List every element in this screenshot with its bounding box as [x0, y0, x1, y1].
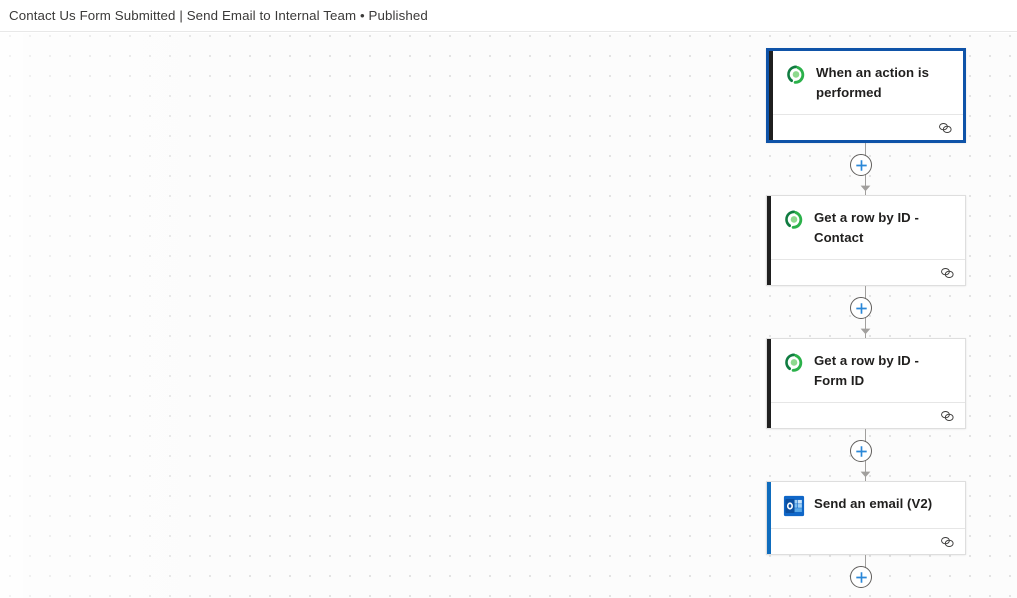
- add-step-button[interactable]: [850, 566, 872, 588]
- flow-node-when-an-action-is-performed[interactable]: When an action is performed: [766, 48, 966, 143]
- link-icon[interactable]: [937, 121, 954, 135]
- flow-connector-connector-2: [766, 286, 966, 338]
- flow-connector-connector-1: [766, 143, 966, 195]
- add-step-button[interactable]: [850, 297, 872, 319]
- node-accent-bar: [767, 196, 771, 285]
- node-title: Get a row by ID - Form ID: [814, 353, 919, 388]
- node-title: When an action is performed: [816, 65, 929, 100]
- node-header: Get a row by ID - Form ID: [767, 339, 965, 402]
- page-title: Contact Us Form Submitted | Send Email t…: [9, 8, 428, 23]
- node-footer: [767, 259, 965, 285]
- flow-header-bar: Contact Us Form Submitted | Send Email t…: [0, 0, 1017, 32]
- plus-icon: [855, 302, 867, 314]
- link-icon[interactable]: [939, 409, 956, 423]
- node-footer: [769, 114, 963, 140]
- flow-canvas[interactable]: When an action is performed Get a row by…: [0, 33, 1017, 598]
- node-accent-bar: [767, 339, 771, 428]
- arrow-down-icon: [860, 471, 871, 478]
- node-title: Get a row by ID - Contact: [814, 210, 919, 245]
- add-step-button[interactable]: [850, 154, 872, 176]
- node-accent-bar: [769, 51, 773, 140]
- flow-connector-connector-3: [766, 429, 966, 481]
- plus-icon: [855, 159, 867, 171]
- dataverse-icon: [785, 353, 803, 372]
- node-header: Send an email (V2): [767, 482, 965, 528]
- dataverse-icon: [787, 65, 805, 84]
- connector-line: [865, 555, 867, 573]
- flow-node-send-an-email-v2[interactable]: Send an email (V2): [766, 481, 966, 555]
- add-step-button[interactable]: [850, 440, 872, 462]
- arrow-down-icon: [860, 328, 871, 335]
- flow-connector-connector-4: [766, 555, 966, 598]
- node-header: When an action is performed: [769, 51, 963, 114]
- dataverse-icon: [785, 210, 803, 229]
- arrow-down-icon: [860, 185, 871, 192]
- flow-node-get-a-row-by-id-form-id[interactable]: Get a row by ID - Form ID: [766, 338, 966, 429]
- node-footer: [767, 528, 965, 554]
- plus-icon: [855, 571, 867, 583]
- node-accent-bar: [767, 482, 771, 554]
- plus-icon: [855, 445, 867, 457]
- node-footer: [767, 402, 965, 428]
- link-icon[interactable]: [939, 266, 956, 280]
- flow-node-get-a-row-by-id-contact[interactable]: Get a row by ID - Contact: [766, 195, 966, 286]
- outlook-icon: [783, 495, 805, 517]
- node-header: Get a row by ID - Contact: [767, 196, 965, 259]
- link-icon[interactable]: [939, 535, 956, 549]
- flow-node-column: When an action is performed Get a row by…: [766, 48, 966, 598]
- node-title: Send an email (V2): [814, 496, 933, 511]
